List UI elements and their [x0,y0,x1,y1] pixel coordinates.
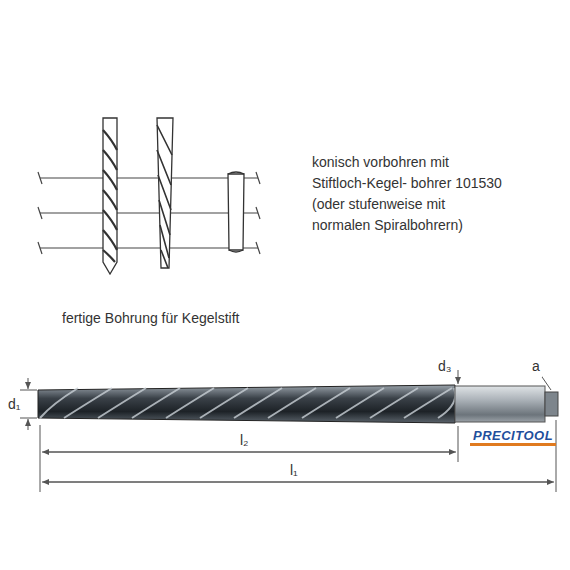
taper-pin-drill [157,118,173,268]
caption-text: fertige Bohrung für Kegelstift [62,308,239,329]
flute-streak [438,388,455,418]
dimension-lines [20,370,556,492]
callout-letter: a [530,356,542,377]
twist-drill [103,118,117,274]
dimension-label: d₃ [436,356,454,377]
dimension-label: l₂ [238,430,251,451]
dimension-label: d₁ [6,394,23,415]
taper-pin [228,172,244,252]
dimension-label: l₁ [288,460,300,481]
plate-lines [38,172,260,254]
brand-logo: PRECITOOL [470,428,556,446]
taper-pin-reamer [38,385,558,423]
note-text: konisch vorbohren mit Stiftloch-Kegel- b… [312,152,502,236]
